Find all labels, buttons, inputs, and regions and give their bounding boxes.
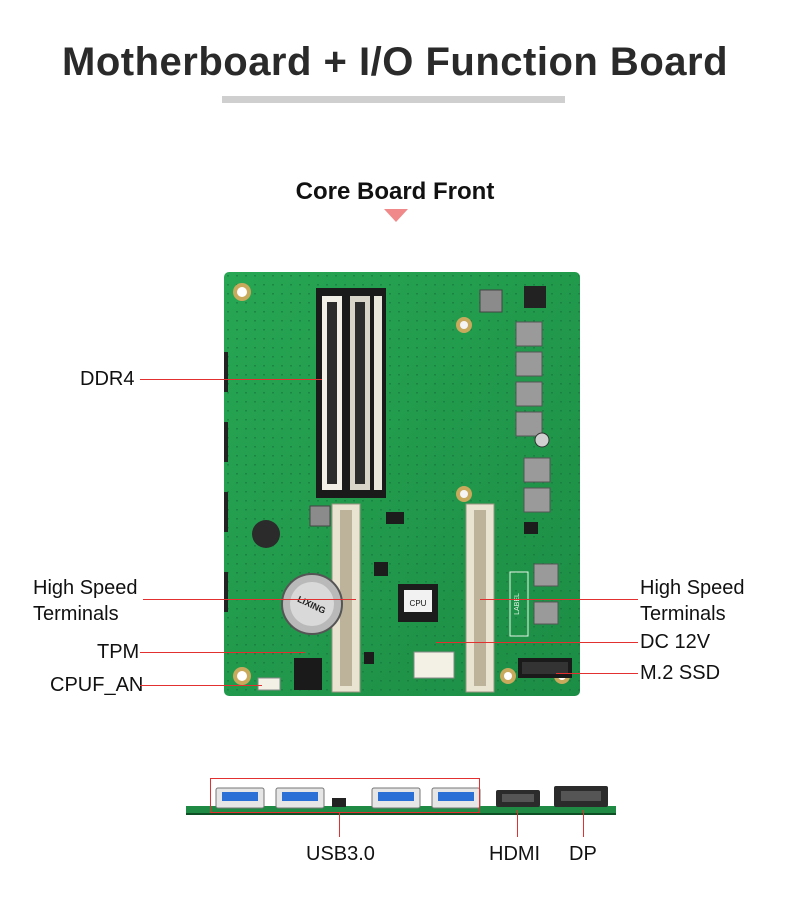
callout-line-high-speed-right bbox=[480, 599, 638, 600]
callout-line-dp bbox=[583, 810, 584, 837]
label-terminals-left: Terminals bbox=[33, 603, 119, 625]
label-high-speed-right: High Speed bbox=[640, 577, 745, 599]
callout-line-hdmi bbox=[517, 810, 518, 837]
cpu-chip: CPU bbox=[398, 584, 438, 622]
label-terminals-right: Terminals bbox=[640, 603, 726, 625]
tpm-header bbox=[294, 658, 322, 690]
callout-line-ddr4 bbox=[140, 379, 322, 380]
callout-line-usb bbox=[339, 813, 340, 837]
power-components bbox=[309, 286, 559, 625]
coin-cell-battery: LIXING bbox=[281, 573, 343, 635]
label-tpm: TPM bbox=[97, 641, 140, 663]
label-high-speed-left: High Speed bbox=[33, 577, 138, 599]
callout-line-dc12v bbox=[436, 642, 638, 643]
label-dp: DP bbox=[569, 843, 597, 865]
dp-port bbox=[554, 786, 608, 807]
io-pcb-edge bbox=[186, 806, 616, 813]
callout-line-high-speed-left bbox=[143, 599, 356, 600]
section-subtitle: Core Board Front bbox=[295, 178, 495, 205]
title-underline bbox=[222, 96, 565, 103]
usb-ports bbox=[215, 787, 481, 809]
io-board-image bbox=[186, 786, 616, 815]
label-dc12v: DC 12V bbox=[640, 631, 711, 653]
svg-text:LABEL: LABEL bbox=[514, 593, 521, 615]
small-button bbox=[332, 798, 346, 807]
usb-highlight-box bbox=[210, 778, 480, 813]
core-board-image: CPU LIXING LABEL bbox=[224, 272, 580, 696]
svg-text:CPU: CPU bbox=[410, 599, 427, 608]
label-cpufan: CPUF_AN bbox=[50, 674, 144, 696]
callout-line-m2ssd bbox=[556, 673, 638, 674]
label-usb: USB3.0 bbox=[306, 843, 375, 865]
down-arrow-icon bbox=[384, 209, 408, 222]
hdmi-port bbox=[496, 790, 540, 807]
ddr4-slots bbox=[316, 288, 386, 498]
label-m2ssd: M.2 SSD bbox=[640, 662, 721, 684]
label-ddr4: DDR4 bbox=[80, 368, 135, 390]
callout-line-cpufan bbox=[140, 685, 262, 686]
label-hdmi: HDMI bbox=[489, 843, 541, 865]
buzzer bbox=[252, 520, 280, 548]
cpu-fan-header bbox=[257, 677, 281, 691]
page-title: Motherboard + I/O Function Board bbox=[62, 40, 728, 84]
dc-connector bbox=[413, 651, 455, 679]
callout-line-tpm bbox=[140, 652, 305, 653]
